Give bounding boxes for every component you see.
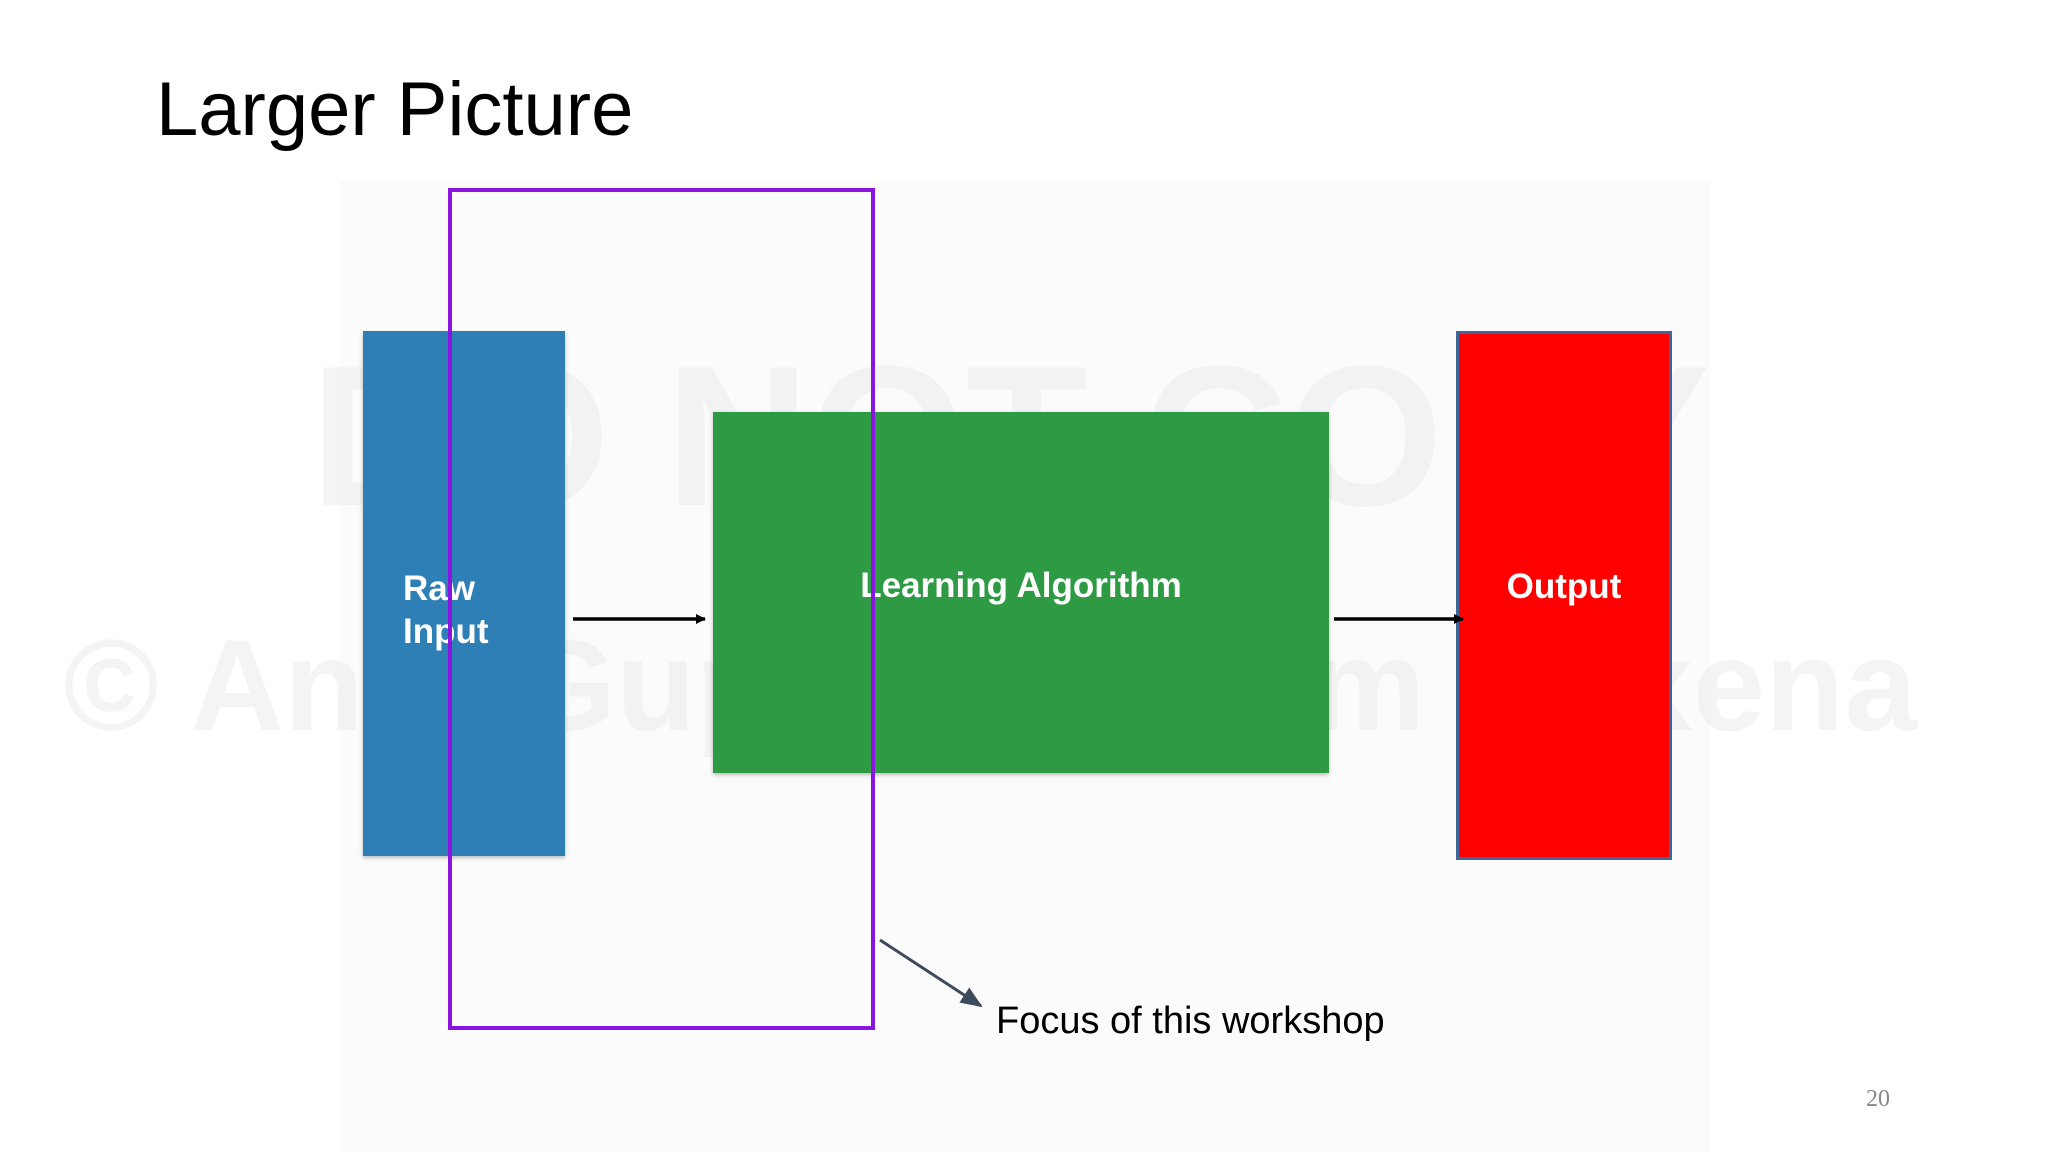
raw-input-label: Raw Input — [403, 569, 489, 651]
output-label: Output — [1506, 567, 1622, 606]
slide-title: Larger Picture — [156, 67, 634, 152]
output-box: Output — [1456, 331, 1672, 860]
focus-label: Focus of this workshop — [996, 1000, 1385, 1042]
learning-algorithm-label: Learning Algorithm — [860, 566, 1182, 605]
page-number: 20 — [1866, 1086, 1890, 1112]
raw-input-box: Raw Input — [363, 331, 565, 856]
learning-algorithm-box: Learning Algorithm — [713, 412, 1329, 773]
